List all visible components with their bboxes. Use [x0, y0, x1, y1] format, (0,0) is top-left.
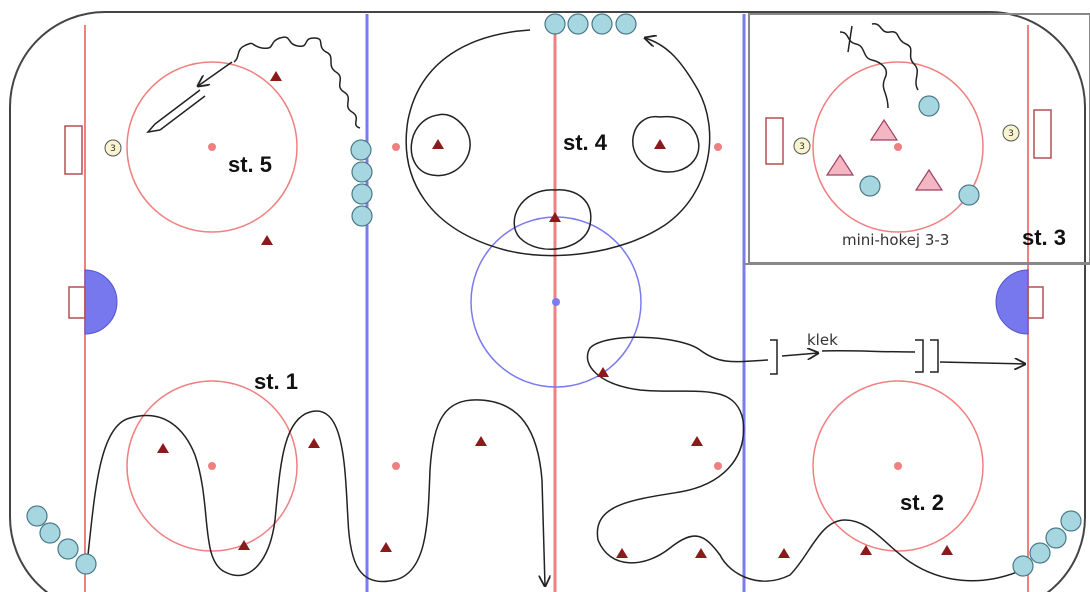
cone	[157, 443, 169, 453]
cone	[432, 139, 444, 149]
station-label-st5: st. 5	[228, 152, 272, 177]
neutral-dot	[392, 143, 400, 151]
neutral-dot	[714, 462, 722, 470]
cone	[860, 545, 872, 555]
player	[918, 95, 940, 117]
cone	[695, 548, 707, 558]
cones	[157, 71, 953, 558]
player	[591, 13, 613, 35]
cone	[654, 139, 666, 149]
cone	[549, 212, 561, 222]
cone	[941, 545, 953, 555]
goal-crease-left	[84, 269, 118, 335]
path-st2	[586, 336, 1023, 582]
skating-paths	[87, 23, 1025, 586]
player	[75, 553, 97, 575]
path-st5	[233, 36, 361, 129]
cone	[261, 235, 273, 245]
faceoff-dot	[208, 462, 216, 470]
faceoff-circle-bottom-right	[812, 380, 984, 552]
small-goal-mini-right	[1033, 109, 1052, 159]
faceoff-circle-bottom-left	[126, 380, 298, 552]
cone	[475, 436, 487, 446]
neutral-dot	[392, 462, 400, 470]
cone	[308, 438, 320, 448]
cone	[691, 436, 703, 446]
cone	[616, 548, 628, 558]
player	[1029, 542, 1051, 564]
player	[57, 538, 79, 560]
kneel-label: klek	[807, 331, 838, 349]
player	[958, 184, 980, 206]
path-st1	[87, 399, 545, 586]
player	[351, 183, 373, 205]
player	[351, 205, 373, 227]
opponent-triangle	[914, 168, 944, 191]
cone	[270, 71, 282, 81]
mini-game-label: mini-hokej 3-3	[842, 231, 949, 249]
faceoff-dot	[208, 143, 216, 151]
puck-st5: 3	[104, 139, 122, 157]
cone	[238, 540, 250, 550]
neutral-dot	[714, 143, 722, 151]
player	[1045, 527, 1067, 549]
faceoff-dot	[894, 462, 902, 470]
faceoff-circle-top-right	[812, 61, 984, 233]
player	[544, 13, 566, 35]
player	[859, 175, 881, 197]
cone	[380, 542, 392, 552]
puck-mini-right: 3	[1002, 124, 1020, 142]
opponents	[825, 118, 944, 191]
goal-net-left	[68, 286, 86, 319]
svg-text:3: 3	[1008, 129, 1014, 139]
player	[351, 161, 373, 183]
player	[1012, 555, 1034, 577]
player	[350, 139, 372, 161]
goal-crease-right	[995, 269, 1029, 335]
faceoff-dot	[894, 143, 902, 151]
station-label-st3: st. 3	[1022, 225, 1066, 250]
player	[615, 13, 637, 35]
opponent-triangle	[869, 118, 899, 141]
player	[567, 13, 589, 35]
players	[26, 13, 1082, 577]
player	[26, 505, 48, 527]
small-goal-st5	[64, 125, 83, 175]
faceoff-circle-top-left	[126, 61, 298, 233]
svg-text:3: 3	[799, 142, 805, 152]
cone	[597, 367, 609, 377]
station-label-st2: st. 2	[900, 490, 944, 515]
rink-boards	[9, 11, 1086, 592]
center-dot	[552, 298, 560, 306]
path-st4	[405, 29, 711, 257]
puck-mini-left: 3	[793, 137, 811, 155]
opponent-triangle	[825, 153, 855, 176]
station-label-st4: st. 4	[563, 130, 608, 155]
player	[39, 522, 61, 544]
svg-text:3: 3	[110, 144, 116, 154]
cone	[778, 548, 790, 558]
goal-net-right	[1027, 286, 1044, 319]
small-goal-mini-left	[765, 117, 784, 165]
station-label-st1: st. 1	[254, 369, 298, 394]
player	[1060, 510, 1082, 532]
